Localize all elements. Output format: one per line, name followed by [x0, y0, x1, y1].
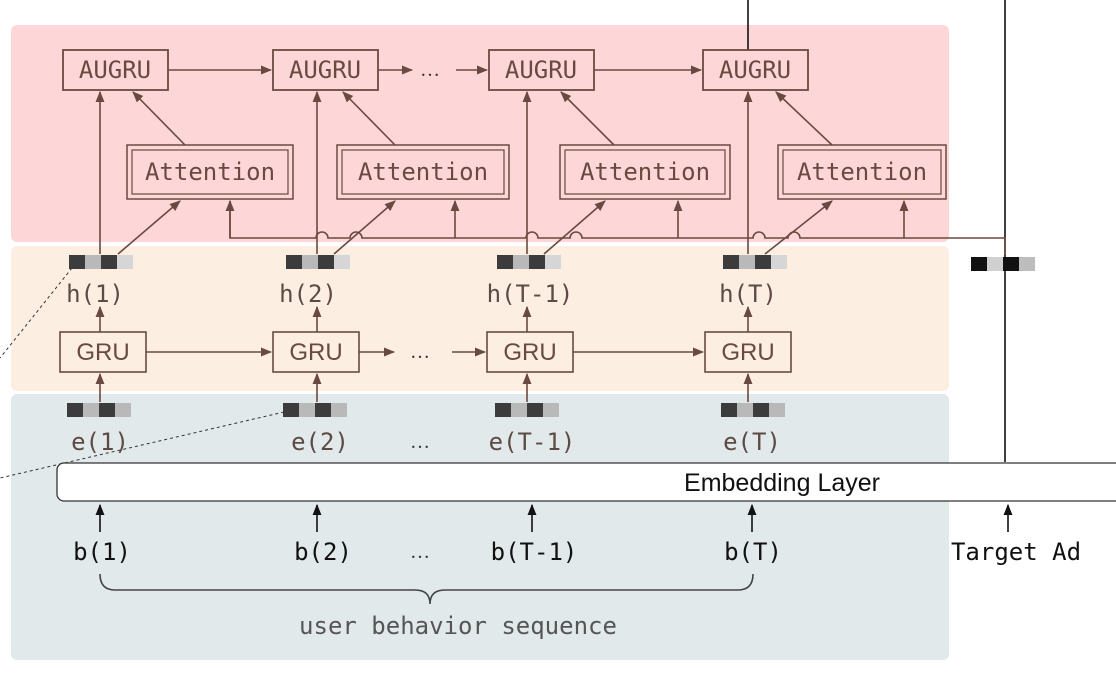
embedding-vector-4 [721, 403, 785, 417]
augru-label-3: AUGRU [505, 56, 577, 84]
attention-box-3 [559, 144, 731, 200]
hidden-label-1: h(1) [66, 280, 124, 308]
embedding-vector-2 [283, 403, 347, 417]
embedding-label-2: e(2) [291, 428, 349, 456]
behavior-label-1: b(1) [73, 538, 131, 566]
hidden-label-4: h(T) [719, 280, 777, 308]
attention-box-4-inner [782, 149, 942, 195]
embedding-label-1: e(1) [71, 428, 129, 456]
augru-label-2: AUGRU [289, 56, 361, 84]
behavior-label-2: b(2) [294, 538, 352, 566]
attention-label-3: Attention [580, 158, 710, 186]
gru-ellipsis: … [410, 341, 430, 363]
embedding-layer-bar [56, 462, 1116, 502]
zoom-line-e2 [0, 411, 285, 479]
attention-to-augru-2 [342, 91, 396, 146]
hidden-vector-4 [723, 255, 787, 269]
augru-box-3 [488, 49, 595, 91]
augru-box-1 [62, 49, 169, 91]
hidden-vector-1 [69, 255, 133, 269]
behavior-label-3: b(T-1) [491, 538, 578, 566]
hidden-label-2: h(2) [279, 280, 337, 308]
attention-row: Attention Attention Attention Attention [126, 144, 947, 200]
h-to-attention-4 [764, 200, 833, 255]
attention-box-1 [126, 144, 294, 200]
attention-box-1-inner [131, 149, 289, 195]
h-to-attention-3 [543, 200, 606, 255]
embedding-vector-1 [67, 403, 131, 417]
attention-box-4 [777, 144, 947, 200]
attention-label-1: Attention [145, 158, 275, 186]
attention-to-augru-3 [560, 91, 615, 146]
target-ad-bus [229, 201, 1006, 255]
attention-box-3-inner [564, 149, 726, 195]
hidden-vector-3 [497, 255, 561, 269]
embedding-layer-label: Embedding Layer [684, 469, 880, 497]
attention-to-augru-1 [132, 91, 186, 146]
augru-box-4 [702, 49, 809, 91]
gru-label-4: GRU [721, 339, 774, 366]
hidden-vector-2 [286, 255, 350, 269]
attention-box-2-inner [341, 149, 505, 195]
embedding-label-4: e(T) [723, 428, 781, 456]
gru-box-4 [704, 331, 792, 373]
sequence-brace [99, 573, 754, 605]
gru-label-1: GRU [76, 339, 129, 366]
embedding-ellipsis: … [410, 431, 430, 453]
behavior-ellipsis: … [410, 541, 430, 563]
embedding-label-3: e(T-1) [489, 428, 576, 456]
gru-label-2: GRU [289, 339, 342, 366]
attention-label-4: Attention [797, 158, 927, 186]
hidden-label-3: h(T-1) [487, 280, 574, 308]
target-ad-vector [971, 257, 1035, 271]
zoom-line-h1 [0, 267, 73, 359]
gru-layer-region [11, 246, 949, 391]
gru-label-3: GRU [503, 339, 556, 366]
target-ad-label: Target Ad [951, 538, 1081, 566]
gru-row: GRU GRU GRU GRU [59, 331, 792, 373]
augru-box-2 [272, 49, 379, 91]
attention-to-augru-4 [775, 91, 833, 146]
sequence-label: user behavior sequence [299, 612, 617, 640]
augru-row: AUGRU AUGRU AUGRU AUGRU [62, 49, 809, 91]
attention-box-2 [336, 144, 510, 200]
gru-box-2 [272, 331, 360, 373]
augru-label-1: AUGRU [79, 56, 151, 84]
augru-label-4: AUGRU [719, 56, 791, 84]
behavior-label-4: b(T) [724, 538, 782, 566]
augru-ellipsis: … [420, 59, 440, 81]
embedding-vector-3 [495, 403, 559, 417]
gru-box-1 [59, 331, 147, 373]
h-to-attention-2 [333, 200, 396, 255]
h-to-attention-1 [117, 200, 181, 255]
embedding-layer-region [11, 394, 949, 660]
gru-box-3 [486, 331, 574, 373]
attention-label-2: Attention [358, 158, 488, 186]
